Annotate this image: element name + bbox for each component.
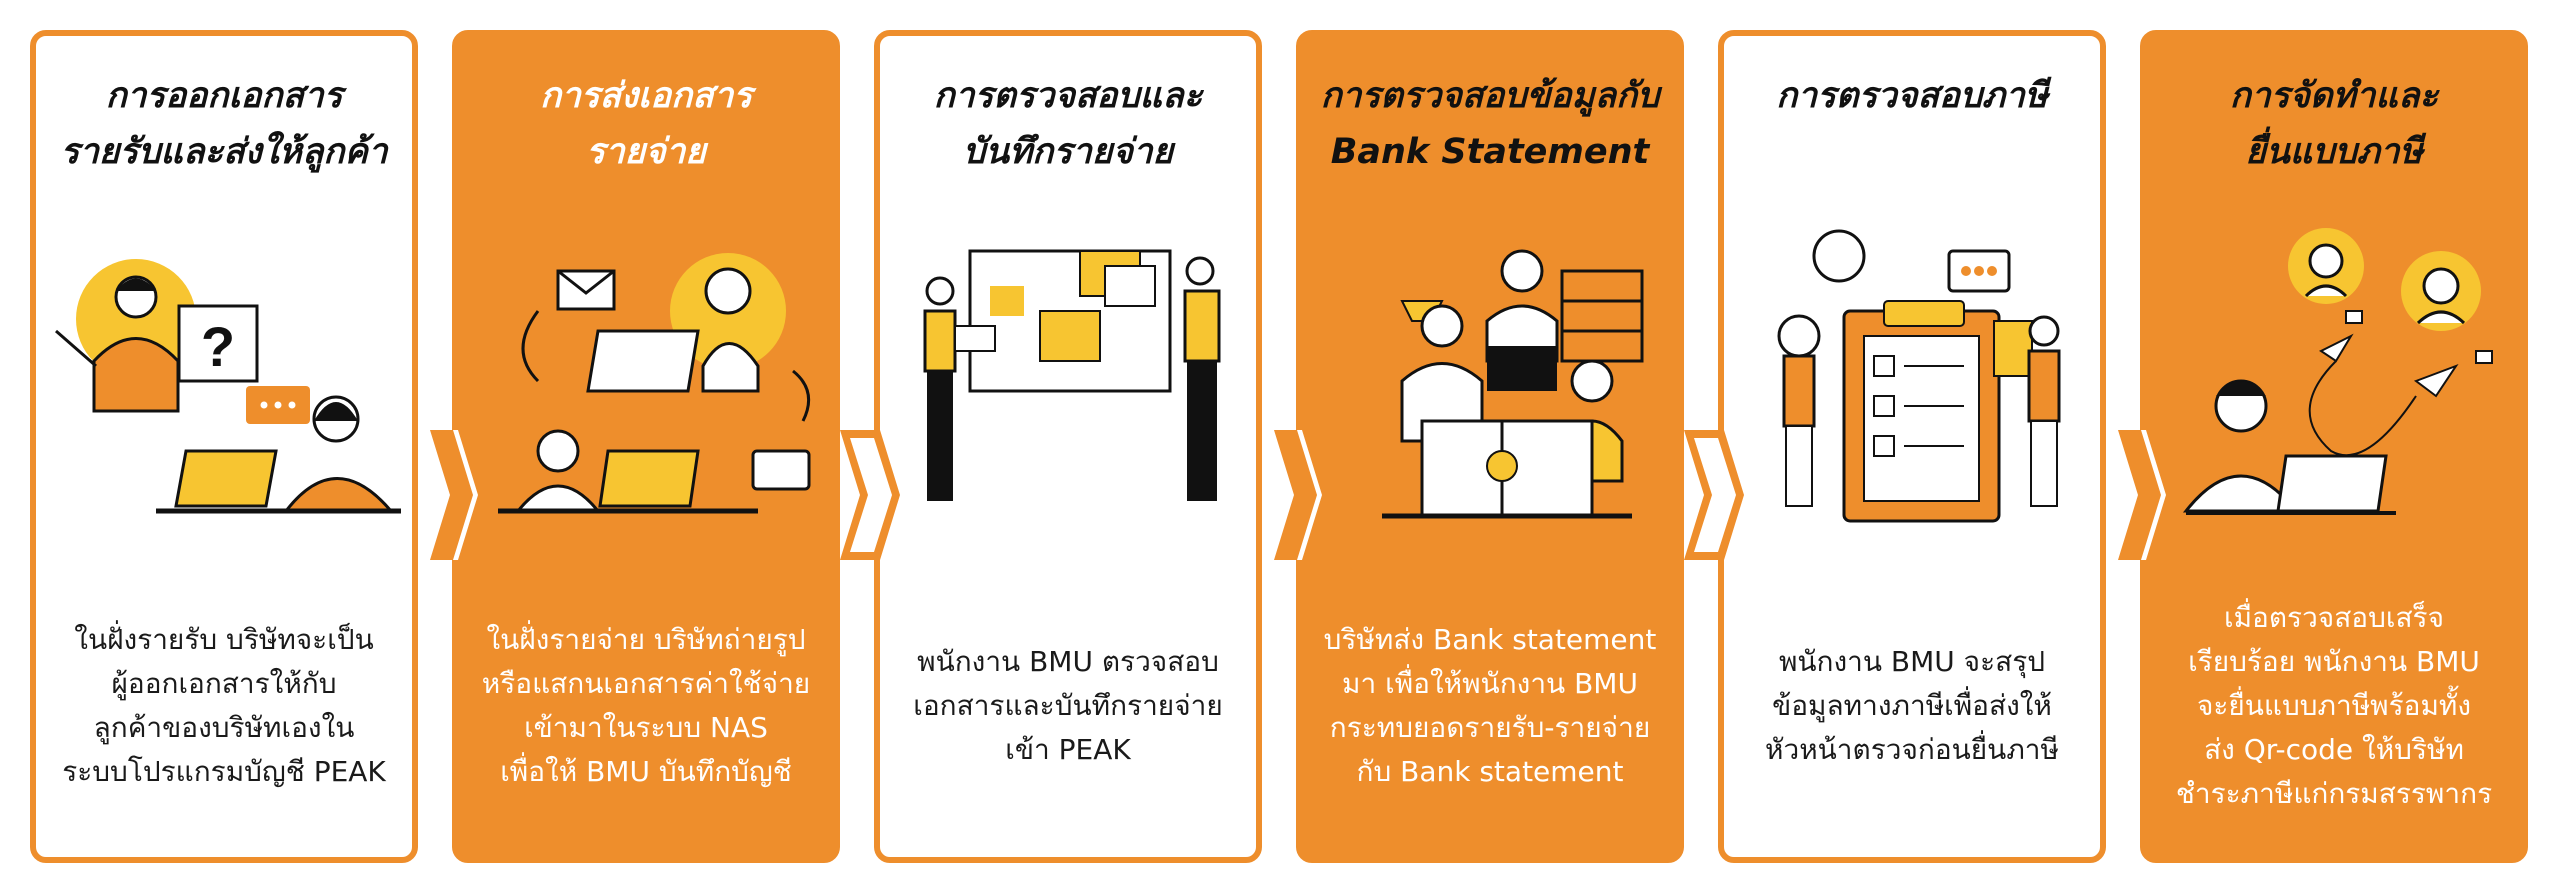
flow-arrow-icon [2106, 430, 2166, 560]
step-title: การจัดทำและ ยื่นแบบภาษี [2229, 76, 2439, 172]
step-card-3: การตรวจสอบและ บันทึกรายจ่าย พนักงาน BMU … [874, 30, 1262, 863]
step-description: ในฝั่งรายรับ บริษัทจะเป็น ผู้ออกเอกสารให… [62, 623, 386, 788]
step-card-2: การส่งเอกสาร รายจ่าย ในฝั่งรายจ่าย บริษั… [452, 30, 840, 863]
step-title: การตรวจสอบข้อมูลกับ Bank Statement [1320, 76, 1660, 172]
tax-check-illustration [1777, 229, 2061, 523]
step-title: การตรวจสอบภาษี [1776, 76, 2048, 116]
question-mark-icon: ? [201, 315, 235, 378]
bank-statement-illustration [1382, 249, 1644, 519]
step-description: เมื่อตรวจสอบเสร็จ เรียบร้อย พนักงาน BMU … [2175, 601, 2493, 810]
step-card-4: การตรวจสอบข้อมูลกับ Bank Statement บริษั… [1296, 30, 1684, 863]
step-description: ในฝั่งรายจ่าย บริษัทถ่ายรูป หรือแสกนเอกส… [481, 623, 811, 788]
step-title: การส่งเอกสาร รายจ่าย [539, 76, 753, 172]
tax-filing-illustration [2182, 228, 2493, 515]
step-description: พนักงาน BMU จะสรุป ข้อมูลทางภาษีเพื่อส่ง… [1765, 645, 2059, 766]
flow-arrow-icon [840, 430, 900, 560]
customer-service-illustration: ? [55, 259, 401, 514]
flow-arrow-icon [1684, 430, 1744, 560]
send-documents-illustration [498, 253, 811, 514]
step-card-5: การตรวจสอบภาษี พนักงาน BMU จะสรุป ข้อมูล… [1718, 30, 2106, 863]
review-expenses-illustration [923, 249, 1221, 501]
step-card-6: การจัดทำและ ยื่นแบบภาษี เมื่อตรวจสอบเสร็… [2140, 30, 2528, 863]
flow-arrow-icon [418, 430, 478, 560]
step-title: การตรวจสอบและ บันทึกรายจ่าย [933, 76, 1203, 172]
step-card-1: การออกเอกสาร รายรับและส่งให้ลูกค้า ? ในฝ… [30, 30, 418, 863]
step-description: พนักงาน BMU ตรวจสอบ เอกสารและบันทึกรายจ่… [913, 645, 1223, 766]
flow-arrow-icon [1262, 430, 1322, 560]
step-title: การออกเอกสาร รายรับและส่งให้ลูกค้า [60, 76, 388, 172]
step-description: บริษัทส่ง Bank statement มา เพื่อให้พนัก… [1323, 623, 1657, 788]
